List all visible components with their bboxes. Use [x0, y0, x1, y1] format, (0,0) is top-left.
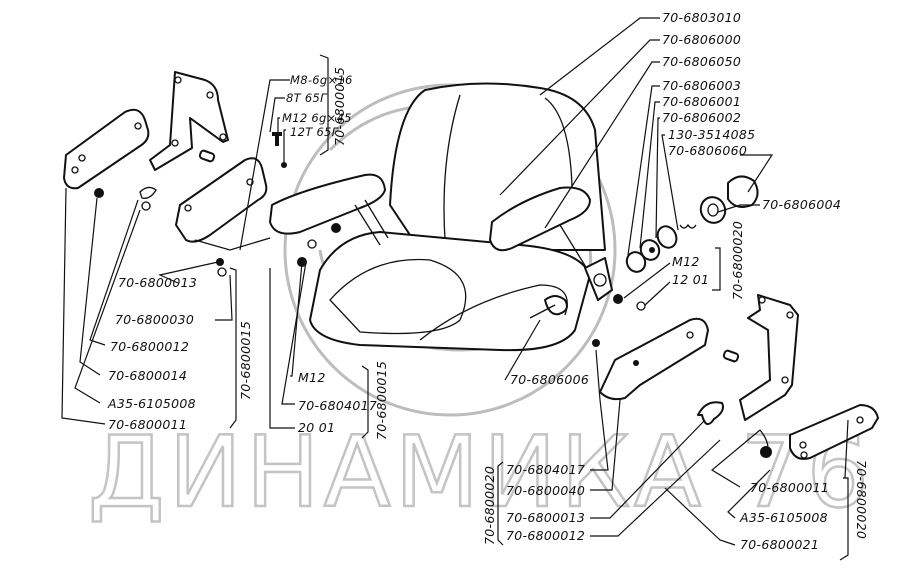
- labels-middle: M12 70-6804017 20 01 70-6800015: [298, 361, 389, 440]
- group-code-label: 70-6800020: [730, 221, 745, 300]
- part-label: 70-6800011: [108, 417, 187, 432]
- part-label: 70-6800040: [506, 483, 585, 498]
- part-label: А35-6105008: [739, 510, 828, 525]
- part-label: M12: [672, 254, 700, 269]
- part-label: 70-6806050: [662, 54, 741, 69]
- lower-right-brackets: [599, 294, 879, 460]
- labels-fasteners: M8-6g×16 8T 65Г M12 6g×45 12T 65Г 70-680…: [282, 67, 353, 146]
- cap-nut: [727, 175, 759, 208]
- part-label: 70-6800030: [115, 312, 194, 327]
- part-label: 70-6800013: [118, 275, 197, 290]
- part-label: M12 6g×45: [282, 111, 352, 125]
- part-label: 12 01: [672, 272, 709, 287]
- part-label: 70-6806060: [668, 143, 747, 158]
- part-label: 70-6806004: [762, 197, 841, 212]
- seat: [269, 82, 613, 352]
- labels-bottom-right: 70-6800011 А35-6105008 70-6800021 70-680…: [739, 460, 869, 552]
- part-label: 70-6800012: [110, 339, 189, 354]
- part-label: M8-6g×16: [290, 73, 353, 87]
- labels-left: 70-6800013 70-6800030 70-6800012 70-6800…: [107, 275, 253, 432]
- part-label: 70-6806001: [662, 94, 741, 109]
- group-code-label: 70-6800020: [482, 466, 497, 545]
- part-label: 70-6803010: [662, 10, 741, 25]
- labels-bottom: 70-6804017 70-6800040 70-6800013 70-6800…: [482, 462, 585, 545]
- part-label: 70-6806002: [662, 110, 741, 125]
- part-label: 70-6804017: [298, 398, 377, 413]
- seat-cushion: [309, 231, 591, 352]
- part-label: 70-6800021: [740, 537, 819, 552]
- labels-top-right: 70-6803010 70-6806000 70-6806050 70-6806…: [510, 10, 841, 387]
- left-armrest: [269, 173, 386, 235]
- part-label: 12T 65Г: [290, 125, 340, 139]
- part-label: 70-6806000: [662, 32, 741, 47]
- group-code-label: 70-6800020: [854, 460, 869, 539]
- group-code-label: 70-6800015: [332, 67, 347, 146]
- part-label: 70-6800013: [506, 510, 585, 525]
- left-arm-plate: [175, 132, 287, 277]
- leader-lines: [61, 17, 849, 561]
- part-label: 130-3514085: [668, 127, 755, 142]
- part-label: 70-6800012: [506, 528, 585, 543]
- watermark: ДИНАМИКА 76: [87, 83, 873, 531]
- right-hardware: [613, 175, 759, 311]
- part-label: А35-6105008: [107, 396, 196, 411]
- part-label: 8T 65Г: [286, 91, 328, 105]
- part-label: 70-6806003: [662, 78, 741, 93]
- group-code-label: 70-6800015: [238, 321, 253, 400]
- part-label: M12: [298, 370, 326, 385]
- part-label: 70-6804017: [506, 462, 585, 477]
- part-label: 20 01: [298, 420, 335, 435]
- watermark-text: ДИНАМИКА 76: [88, 416, 873, 530]
- part-label: 70-6800011: [750, 480, 829, 495]
- right-armrest: [489, 186, 591, 252]
- part-label: 70-6806006: [510, 372, 589, 387]
- left-bracket: [63, 71, 229, 211]
- part-label: 70-6800014: [108, 368, 187, 383]
- group-code-label: 70-6800015: [374, 361, 389, 440]
